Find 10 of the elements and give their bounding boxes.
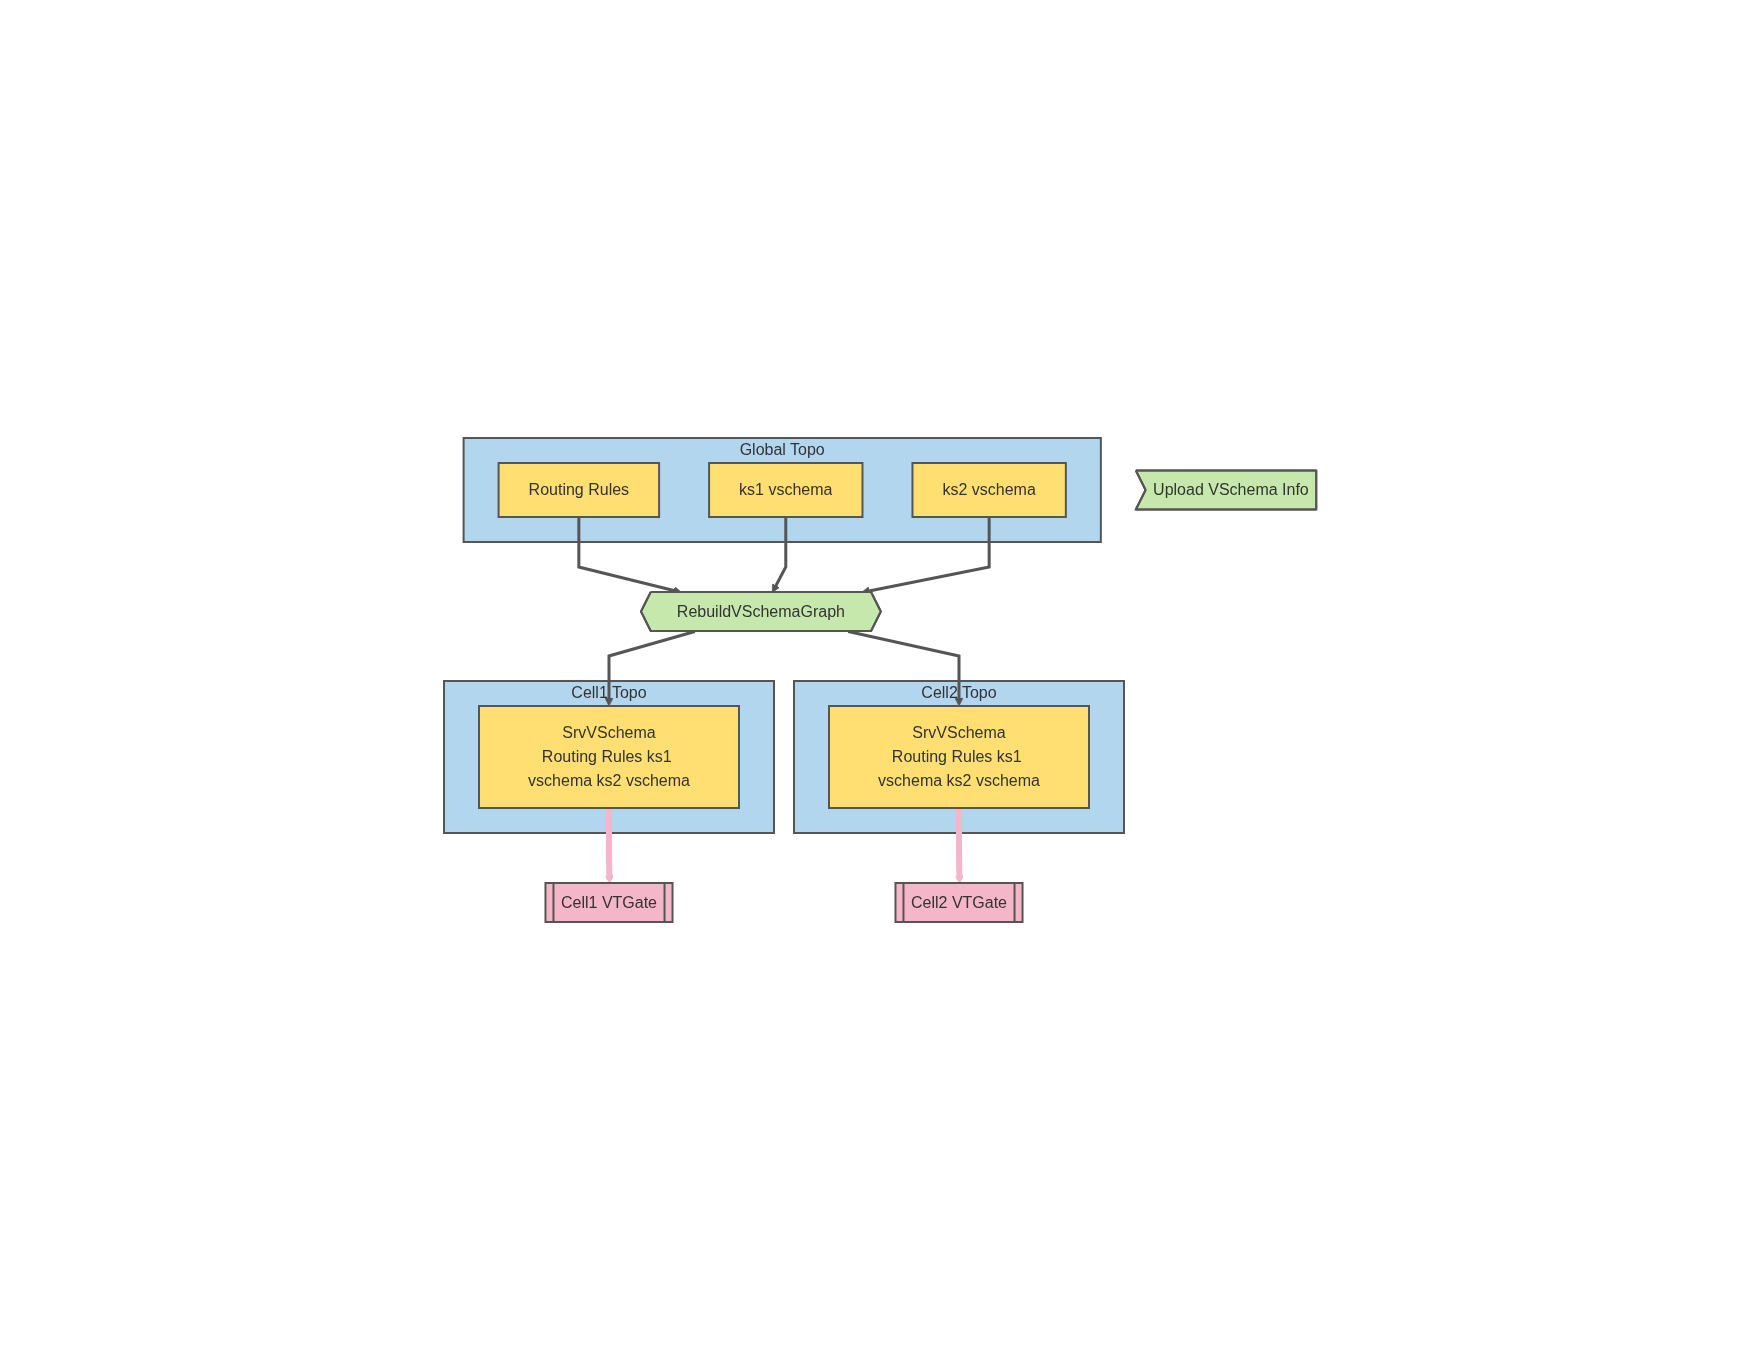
- arrow: [604, 808, 614, 884]
- arrow: [771, 517, 788, 593]
- arrow: [604, 630, 696, 707]
- node-box: ks1 vschema: [707, 462, 864, 518]
- node-box: ks2 vschema: [911, 462, 1067, 518]
- arrow: [954, 808, 964, 884]
- node-box: SrvVSchema Routing Rules ks1 vschema ks2 vschema: [827, 705, 1090, 809]
- node-box: SrvVSchema Routing Rules ks1 vschema ks2 vschema: [477, 705, 740, 809]
- arrow: [847, 630, 964, 707]
- node-box: Routing Rules: [497, 462, 660, 518]
